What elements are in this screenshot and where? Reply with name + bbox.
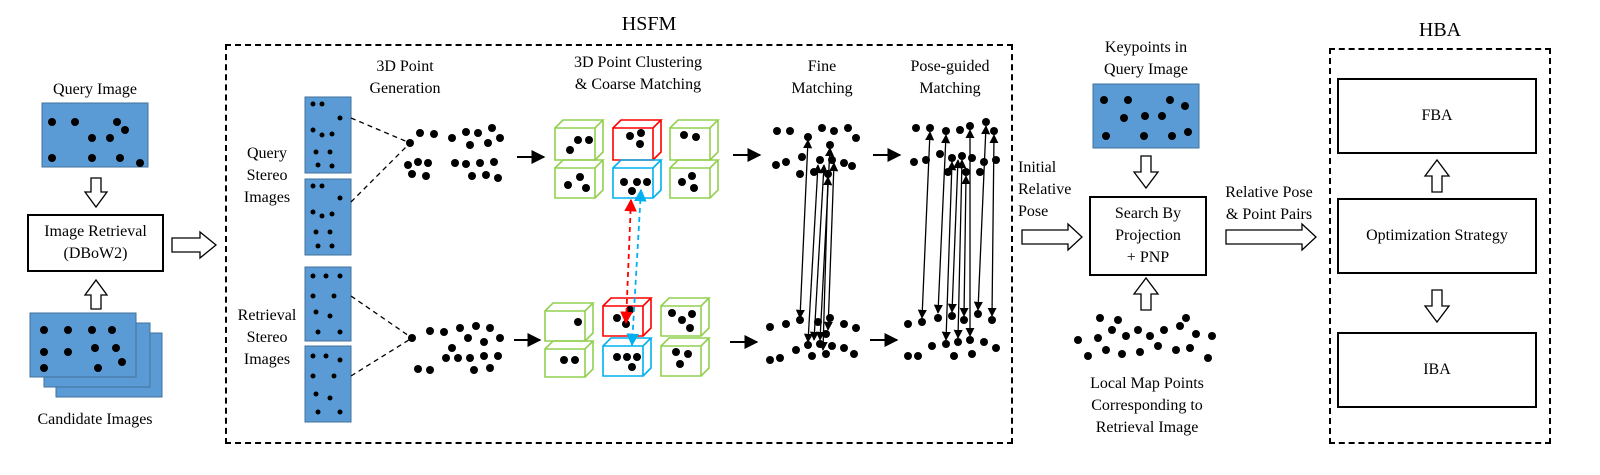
right-hollow-arrow-pairs [1225,222,1317,252]
image-retrieval-box: Image Retrieval (DBoW2) [27,214,164,272]
retrieval-point-cloud [408,322,504,374]
down-hollow-arrow-hba [1423,289,1451,324]
candidate-images-label: Candidate Images [37,411,153,428]
query-stereo-label: Query Stereo Images [243,145,291,206]
hba-title: HBA [1418,19,1462,41]
retrieval-stereo-label: Retrieval Stereo Images [237,307,297,368]
fine-matching-lines [795,139,839,351]
hsfm-frame [225,44,1013,444]
fine-matching-label: Fine Matching [791,58,853,97]
pose-guided-lines [917,125,999,341]
down-hollow-arrow-left [83,177,109,209]
up-hollow-arrow-left [83,278,109,310]
stereo-projection-lines [350,117,413,377]
point-generation-label: 3D Point Generation [369,58,441,97]
local-map-points [1074,314,1216,362]
clustering-label: 3D Point Clustering & Coarse Matching [573,54,702,93]
query-image-label: Query Image [53,81,137,98]
optimization-strategy-box: Optimization Strategy [1337,198,1537,274]
up-hollow-arrow-hba [1423,158,1451,193]
down-hollow-arrow-middle [1132,155,1160,190]
stage-arrows [514,148,902,349]
keypoints-query-image [1092,83,1200,149]
candidate-images-stack [29,312,163,398]
relative-pose-label: Relative Pose & Point Pairs [1225,184,1313,223]
query-clusters [554,119,720,199]
query-stereo-images [304,96,352,256]
fba-box: FBA [1337,78,1537,154]
hba-frame [1329,48,1551,444]
iba-box: IBA [1337,332,1537,408]
retrieval-stereo-images [304,266,352,423]
initial-pose-label: Initial Relative Pose [1018,159,1072,220]
pose-guided-label: Pose-guided Matching [910,58,990,97]
up-hollow-arrow-middle [1132,276,1160,311]
right-hollow-arrow-left [171,230,218,260]
local-map-label: Local Map Points Corresponding to Retrie… [1090,375,1204,436]
coarse-match-arrows [620,188,647,347]
query-point-cloud [404,124,504,182]
search-projection-box: Search By Projection + PNP [1089,196,1207,276]
hsfm-title: HSFM [621,13,677,35]
right-hollow-arrow-pose [1021,222,1083,252]
keypoints-label: Keypoints in Query Image [1104,39,1188,78]
query-image [41,102,149,168]
